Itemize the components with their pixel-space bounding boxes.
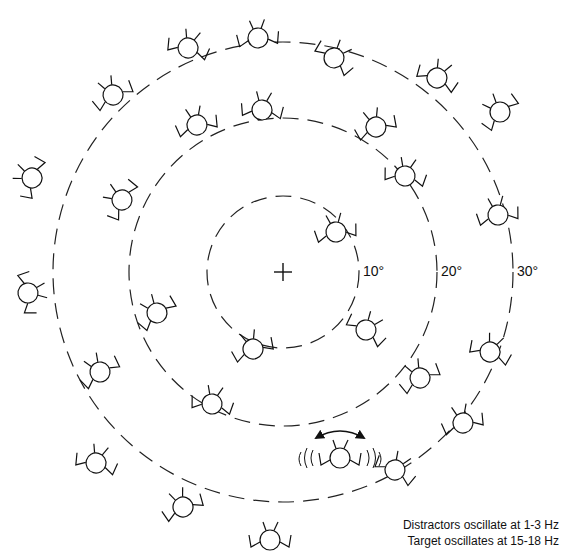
distractor-bug xyxy=(414,53,464,96)
note-text: Target oscillates at 15-18 Hz xyxy=(406,535,561,549)
distractor-bug xyxy=(15,269,50,315)
distractor-bug xyxy=(72,345,122,392)
distractor-bug xyxy=(372,444,422,489)
distractor-bug xyxy=(86,69,136,114)
distractor-bug xyxy=(236,18,280,50)
eccentricity-label: 10° xyxy=(361,263,386,279)
note-text: Distractors oscillate at 1-3 Hz xyxy=(401,519,561,533)
eccentricity-label: 30° xyxy=(515,263,540,279)
distractor-bug xyxy=(249,522,291,550)
eccentricity-ring xyxy=(129,118,437,426)
eccentricity-ring xyxy=(207,196,359,348)
distractor-bug xyxy=(472,84,521,133)
fixation-cross xyxy=(274,263,292,281)
oscillation-arrow xyxy=(316,431,364,438)
distractor-bug xyxy=(350,103,399,144)
distractor-bug xyxy=(467,328,516,369)
eccentricity-ring xyxy=(53,42,513,502)
distractor-bug xyxy=(165,25,213,63)
distractor-bug xyxy=(438,400,486,438)
distractor-bug xyxy=(190,383,236,418)
distractor-bug xyxy=(343,303,393,350)
distractor-bug xyxy=(8,152,49,201)
vibration-marks xyxy=(299,448,381,468)
distractor-bug xyxy=(474,194,520,229)
distractor-bug xyxy=(156,482,206,525)
distractor-bug xyxy=(129,286,179,334)
distractor-bug xyxy=(227,325,276,366)
distractor-bug xyxy=(240,90,284,122)
distractor-bug xyxy=(73,440,121,478)
distractor-bugs xyxy=(8,18,522,550)
eccentricity-label: 20° xyxy=(439,263,464,279)
distractor-bug xyxy=(312,211,358,246)
distractor-bug xyxy=(393,352,443,397)
target-bug xyxy=(299,431,381,468)
distractor-bug xyxy=(172,102,220,140)
distractor-bug xyxy=(383,155,429,190)
distractor-bug xyxy=(96,173,141,223)
distractor-bug xyxy=(311,31,361,79)
